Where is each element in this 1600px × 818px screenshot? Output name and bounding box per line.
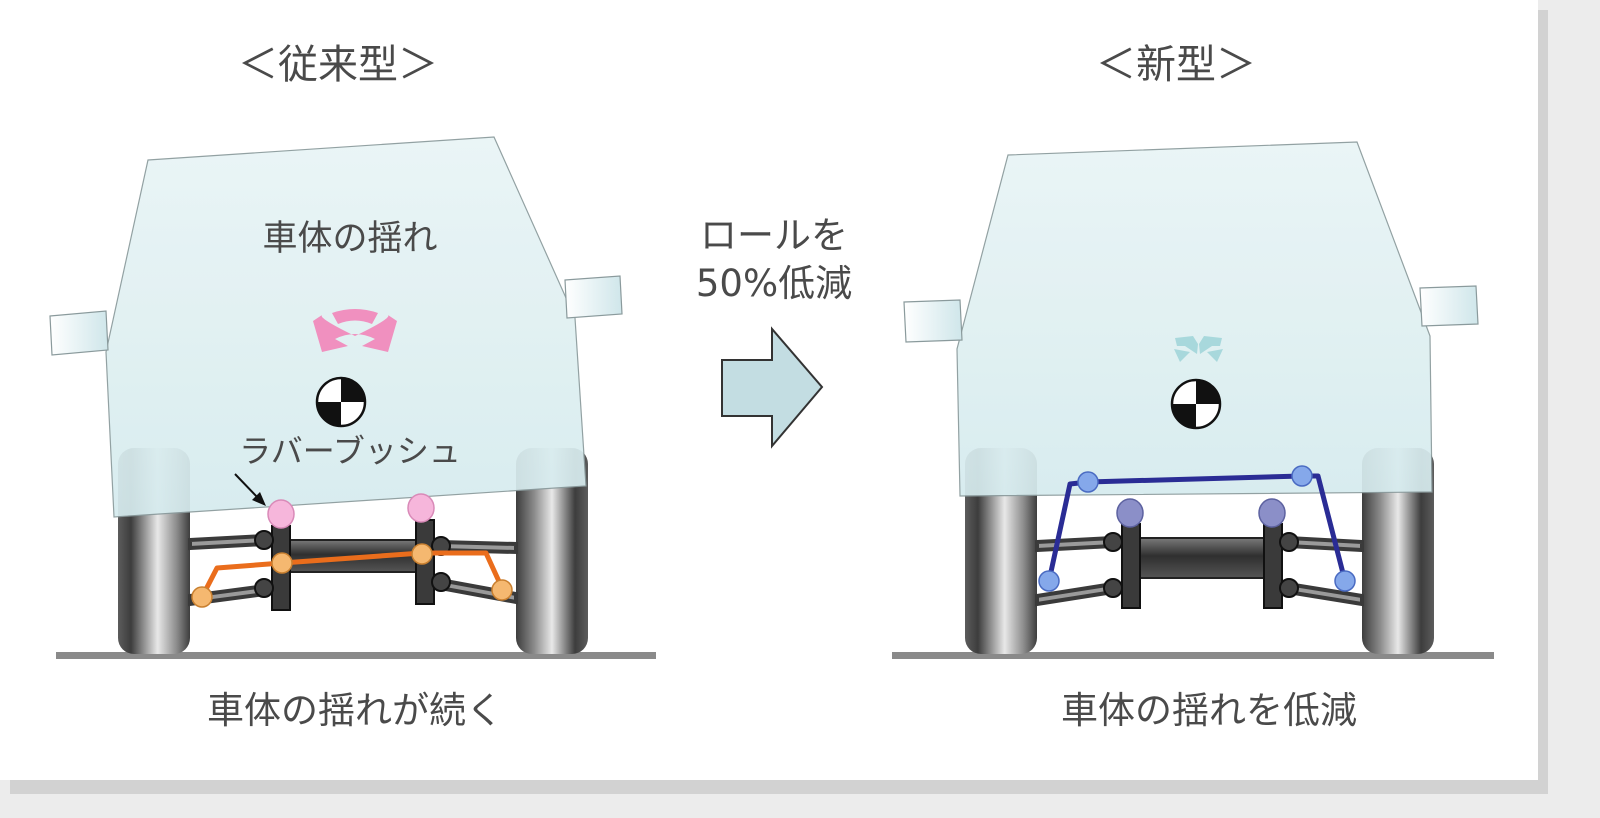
ground-line [892, 652, 1494, 659]
stabilizer-joints-new [1038, 465, 1356, 592]
roll-arrow-icon [1174, 336, 1223, 362]
conventional-panel: ＜従来型＞ [49, 42, 656, 732]
tire-right [1362, 448, 1434, 654]
link-bushings [1103, 532, 1299, 598]
conventional-title: ＜従来型＞ [238, 42, 438, 88]
new-title: ＜新型＞ [1096, 42, 1256, 88]
axle-bracket-right [1263, 523, 1283, 609]
new-panel: ＜新型＞ [892, 42, 1494, 732]
mirror-right [1419, 285, 1479, 327]
center-of-gravity-icon [1170, 378, 1222, 430]
stabilizer-joints-conventional [191, 543, 513, 608]
center-annotation: ロールを 50%低減 [696, 214, 852, 449]
bushes-new [1116, 498, 1286, 528]
axle-housing [1139, 537, 1265, 579]
roll-arrow-icon [313, 309, 397, 352]
right-arrow-icon [721, 326, 824, 449]
mirror-right [564, 275, 623, 319]
tire-left [965, 448, 1037, 654]
bush-leader-arrow [234, 473, 266, 506]
ground-line [56, 652, 656, 659]
vehicle-body-conventional [49, 136, 623, 518]
rubber-bushes-conventional [267, 493, 435, 529]
new-caption: 車体の揺れを低減 [1061, 689, 1357, 732]
axle-bracket-left [1121, 523, 1141, 609]
roll-label: 車体の揺れ [262, 219, 437, 259]
stabilizer-bar-new [1046, 473, 1348, 582]
mirror-left [49, 310, 109, 356]
conventional-caption: 車体の揺れが続く [207, 689, 503, 732]
tire-right [516, 448, 588, 654]
stabilizer-bar-conventional [199, 550, 505, 599]
rubber-bush-label: ラバーブッシュ [239, 432, 461, 470]
reduction-line-2: 50%低減 [696, 262, 852, 305]
reduction-line-1: ロールを [700, 214, 848, 257]
center-of-gravity-icon [315, 376, 367, 428]
vehicle-body-new [903, 141, 1479, 497]
mirror-left [903, 299, 963, 343]
